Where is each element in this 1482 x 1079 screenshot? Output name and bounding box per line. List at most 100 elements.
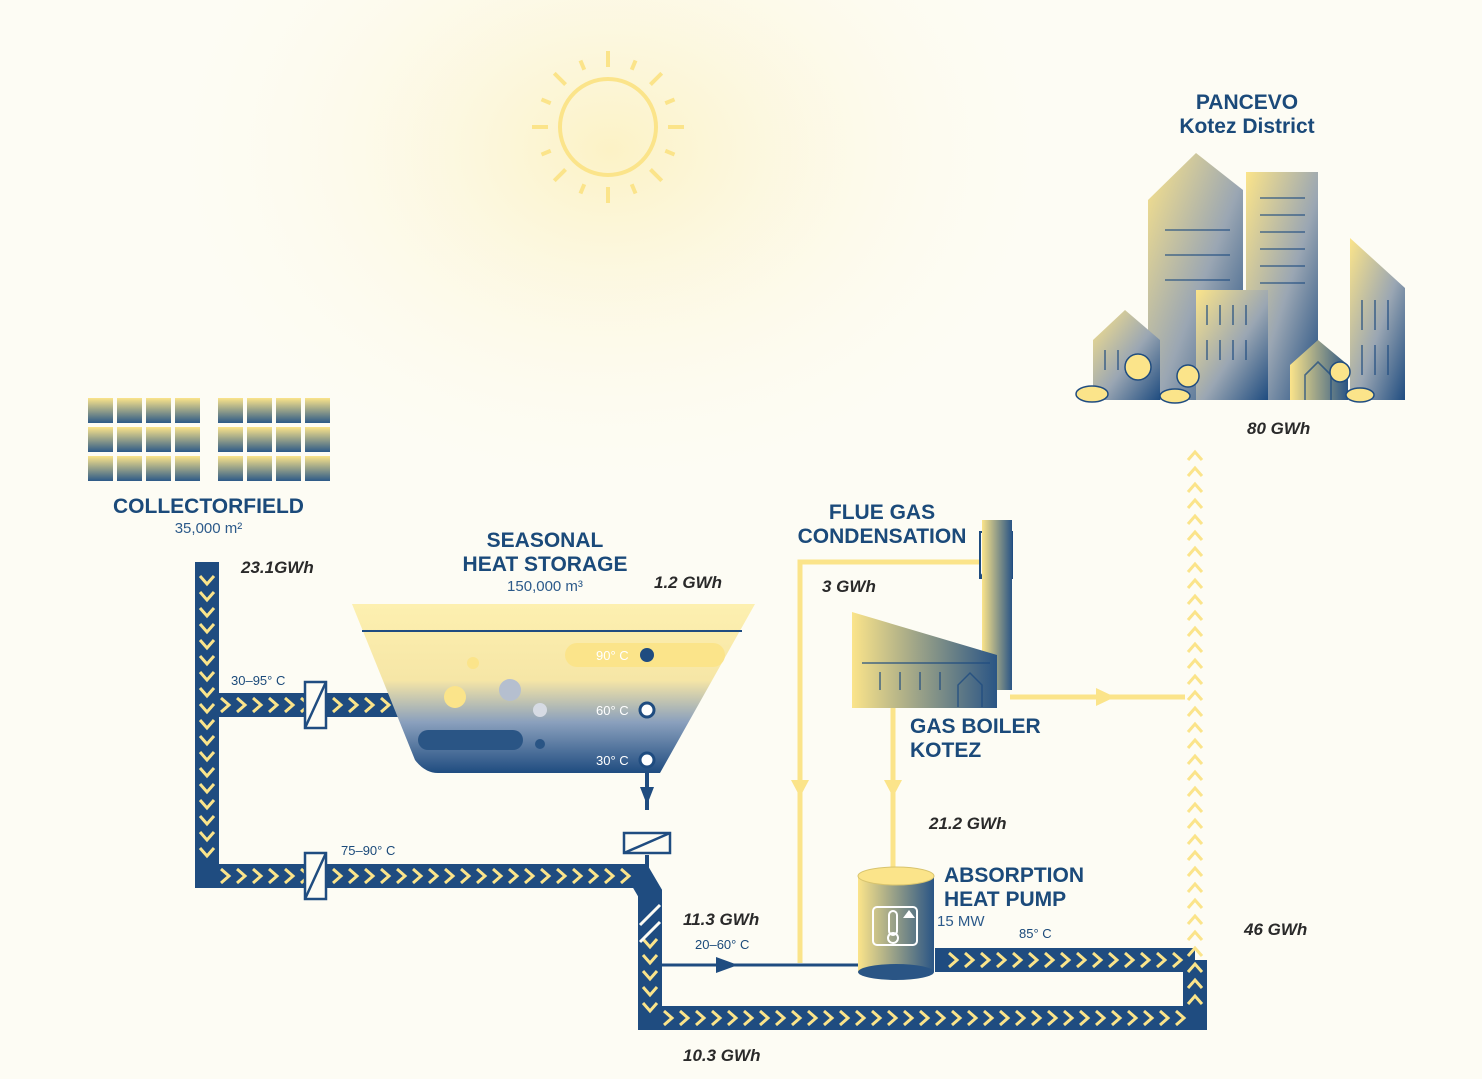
flow-chevron: [1095, 1009, 1107, 1027]
flow-chevron: [220, 867, 232, 885]
flow-chevron: [1186, 961, 1204, 973]
storage-title-line1: SEASONAL: [486, 529, 604, 552]
flow-chevron: [1186, 817, 1204, 829]
flow-chevron: [348, 696, 360, 714]
temp-layer-bottom: 30° C: [596, 753, 629, 768]
absorption-heat-pump-icon: [857, 866, 935, 980]
flow-chevron: [1127, 1009, 1139, 1027]
flow-chevron: [1140, 951, 1152, 969]
flow-chevron: [540, 867, 552, 885]
flow-chevron: [871, 1009, 883, 1027]
solar-panel-cell: [146, 398, 171, 423]
flow-chevron: [1044, 951, 1056, 969]
flow-chevron: [1143, 1009, 1155, 1027]
flow-chevron: [1186, 801, 1204, 813]
flow-chevron: [935, 1009, 947, 1027]
flow-chevron: [236, 867, 248, 885]
flow-chevron: [492, 867, 504, 885]
flow-chevron: [198, 767, 216, 779]
solar-panel-cell: [276, 456, 301, 481]
district-title: PANCEVO Kotez District: [1150, 91, 1344, 139]
solar-panel-cell: [117, 456, 142, 481]
heat-pump-power: 15 MW: [937, 913, 985, 930]
temp-collector-storage: 30–95° C: [231, 673, 286, 688]
flow-chevron: [1186, 945, 1204, 957]
flow-chevron: [380, 696, 392, 714]
flow-chevron: [1186, 561, 1204, 573]
flow-chevron: [1186, 977, 1204, 989]
flow-chevron: [620, 867, 632, 885]
flow-chevron: [1156, 951, 1168, 969]
flow-chevron: [823, 1009, 835, 1027]
heat-pump-title-line1: ABSORPTION: [944, 864, 1085, 887]
flow-chevron: [198, 655, 216, 667]
sun-ray: [664, 148, 676, 157]
flow-chevron: [948, 951, 960, 969]
flue-gas-title-line1: FLUE GAS: [828, 501, 936, 524]
seasonal-storage-tank: [352, 604, 755, 773]
flow-chevron: [983, 1009, 995, 1027]
solar-panel-cell: [175, 456, 200, 481]
flow-chevron: [1063, 1009, 1075, 1027]
storage-volume: 150,000 m³: [507, 578, 583, 595]
flow-chevron: [1186, 737, 1204, 749]
valve-icon: [638, 903, 662, 944]
temp-heat-pump-input: 20–60° C: [695, 937, 750, 952]
flow-chevron: [791, 1009, 803, 1027]
flow-chevron: [1015, 1009, 1027, 1027]
storage-title: SEASONAL HEAT STORAGE: [440, 529, 650, 577]
flow-chevron: [1186, 785, 1204, 797]
flow-chevron: [1159, 1009, 1171, 1027]
flow-chevron: [198, 575, 216, 587]
flow-chevron: [198, 735, 216, 747]
flow-chevron: [508, 867, 520, 885]
solar-panel-cell: [276, 427, 301, 452]
flow-chevron: [999, 1009, 1011, 1027]
flow-chevron: [198, 815, 216, 827]
heat-pump-title-line2: HEAT PUMP: [944, 888, 1067, 911]
flow-chevron: [198, 687, 216, 699]
flow-chevron: [951, 1009, 963, 1027]
flow-chevron: [1186, 993, 1204, 1005]
flow-chevron: [641, 1002, 659, 1014]
flow-chevron: [1031, 1009, 1043, 1027]
sun-ray: [649, 71, 664, 86]
sun-ray: [664, 97, 676, 106]
flow-chevron: [198, 623, 216, 635]
flow-chevron: [460, 867, 472, 885]
flow-chevron: [919, 1009, 931, 1027]
flow-chevron: [839, 1009, 851, 1027]
flow-chevron: [807, 1009, 819, 1027]
flow-chevron: [198, 671, 216, 683]
flow-chevron: [556, 867, 568, 885]
flow-chevron: [198, 703, 216, 715]
flow-chevron: [476, 867, 488, 885]
flow-chevron: [396, 867, 408, 885]
sun-ray: [552, 71, 567, 86]
flow-chevron: [1079, 1009, 1091, 1027]
flow-chevron: [1186, 833, 1204, 845]
heat-pump-input-energy-label: 11.3 GWh: [683, 910, 760, 929]
collector-title: COLLECTORFIELD: [113, 495, 304, 518]
sun-glow: [140, 0, 1080, 510]
flow-chevron: [268, 696, 280, 714]
solar-panel-cell: [88, 456, 113, 481]
flow-chevron: [252, 696, 264, 714]
gas-boiler-factory-icon: [852, 520, 1012, 708]
flow-chevron: [711, 1009, 723, 1027]
solar-panel-cell: [305, 456, 330, 481]
flow-chevron: [380, 867, 392, 885]
solar-panel-cell: [88, 427, 113, 452]
flow-chevron: [332, 696, 344, 714]
flow-chevron: [524, 867, 536, 885]
solar-collector-icon: [88, 398, 330, 481]
storage-energy-label: 1.2 GWh: [654, 573, 723, 592]
storage-title-line2: HEAT STORAGE: [462, 553, 628, 576]
solar-panel-cell: [175, 398, 200, 423]
flow-chevron: [444, 867, 456, 885]
flow-chevron: [1186, 641, 1204, 653]
solar-panel-cell: [305, 398, 330, 423]
flow-chevron: [1047, 1009, 1059, 1027]
solar-panel-cell: [218, 427, 243, 452]
flow-chevron: [1186, 545, 1204, 557]
